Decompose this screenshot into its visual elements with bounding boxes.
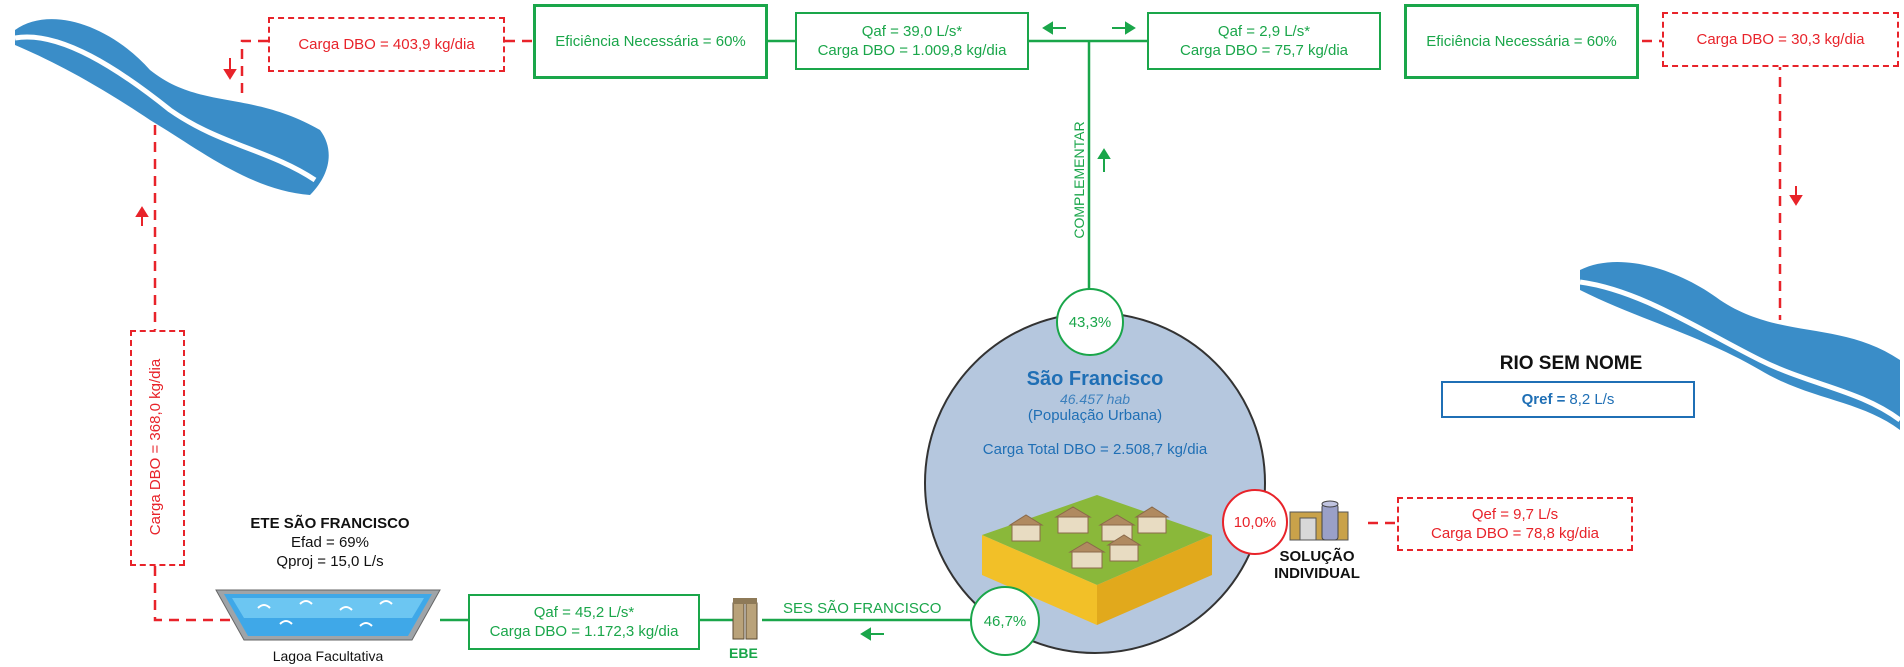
complementar-label: COMPLEMENTAR — [1071, 121, 1087, 239]
pct-ses: 46,7% — [983, 612, 1027, 630]
eficiencia-right: Eficiência Necessária = 60% — [1426, 33, 1617, 50]
individual-label-1: SOLUÇÃO — [1279, 548, 1355, 565]
ete-qproj: Qproj = 15,0 L/s — [276, 553, 384, 570]
green-connectors — [440, 39, 1147, 622]
city-text-block: São Francisco 46.457 hab (População Urba… — [945, 368, 1245, 458]
eficiencia-left: Eficiência Necessária = 60% — [555, 33, 746, 50]
qref-label: Qref = — [1521, 391, 1566, 408]
individual-label: SOLUÇÃO INDIVIDUAL — [1262, 548, 1372, 582]
city-hab: 46.457 hab — [1059, 391, 1131, 407]
city-pop: (População Urbana) — [1027, 407, 1163, 424]
city-name: São Francisco — [1026, 368, 1164, 390]
river-bottom-right-icon — [1579, 261, 1902, 430]
ete-efad: Efad = 69% — [291, 534, 369, 551]
lagoa-label: Lagoa Facultativa — [272, 648, 384, 664]
afluente-right-box: Qaf = 2,9 L/s* Carga DBO = 75,7 kg/dia — [1147, 12, 1381, 70]
city-carga-total: Carga Total DBO = 2.508,7 kg/dia — [982, 441, 1208, 458]
qref-box: Qref = 8,2 L/s — [1441, 381, 1695, 418]
lagoon-icon — [215, 589, 441, 641]
individual-box: Qef = 9,7 L/s Carga DBO = 78,8 kg/dia — [1397, 497, 1633, 551]
ete-title: ETE SÃO FRANCISCO — [250, 515, 410, 532]
green-arrows — [860, 21, 1136, 641]
eficiencia-right-box: Eficiência Necessária = 60% — [1404, 4, 1639, 79]
river-top-left-icon — [14, 19, 329, 195]
carga-afl-left: Carga DBO = 1.009,8 kg/dia — [817, 42, 1007, 59]
afluente-left-box: Qaf = 39,0 L/s* Carga DBO = 1.009,8 kg/d… — [795, 12, 1029, 70]
pct-complementar: 43,3% — [1068, 313, 1112, 331]
carga-dbo-vertical: Carga DBO = 368,0 kg/dia — [147, 358, 164, 536]
pct-individual: 10,0% — [1233, 513, 1277, 531]
qaf-right: Qaf = 2,9 L/s* — [1217, 23, 1311, 40]
qref-value: 8,2 L/s — [1569, 391, 1615, 408]
ebe-pump-station-icon — [732, 598, 758, 640]
city-houses-icon — [982, 495, 1212, 625]
septic-tank-icon — [1289, 500, 1349, 541]
carga-dbo-right-top: Carga DBO = 30,3 kg/dia — [1696, 31, 1865, 48]
red-arrows — [135, 58, 1803, 226]
pct-complementar-circle: 43,3% — [1056, 288, 1124, 356]
river-name: RIO SEM NOME — [1499, 353, 1643, 374]
ses-label: SES SÃO FRANCISCO — [783, 600, 942, 617]
ebe-label: EBE — [729, 645, 758, 661]
carga-dbo-vertical-box — [130, 330, 185, 566]
individual-carga: Carga DBO = 78,8 kg/dia — [1430, 525, 1599, 542]
pct-ses-circle: 46,7% — [970, 586, 1040, 656]
ses-afluente-box: Qaf = 45,2 L/s* Carga DBO = 1.172,3 kg/d… — [468, 594, 700, 650]
carga-dbo-left-top-box: Carga DBO = 403,9 kg/dia — [268, 17, 505, 72]
qaf-left: Qaf = 39,0 L/s* — [861, 23, 963, 40]
individual-label-2: INDIVIDUAL — [1274, 565, 1360, 582]
carga-afl-right: Carga DBO = 75,7 kg/dia — [1179, 42, 1348, 59]
eficiencia-left-box: Eficiência Necessária = 60% — [533, 4, 768, 79]
individual-qef: Qef = 9,7 L/s — [1471, 506, 1559, 523]
carga-dbo-left-top: Carga DBO = 403,9 kg/dia — [298, 36, 475, 53]
ete-info: ETE SÃO FRANCISCO Efad = 69% Qproj = 15,… — [230, 514, 430, 571]
ses-qaf: Qaf = 45,2 L/s* — [533, 604, 635, 621]
pct-individual-circle: 10,0% — [1222, 489, 1288, 555]
ses-carga: Carga DBO = 1.172,3 kg/dia — [489, 623, 679, 640]
carga-dbo-right-top-box: Carga DBO = 30,3 kg/dia — [1662, 12, 1899, 67]
